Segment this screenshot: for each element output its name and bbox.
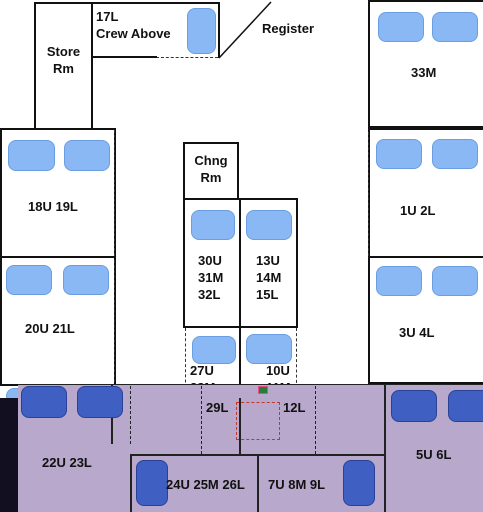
changing-room-line2: Rm — [200, 170, 222, 185]
register-counter — [218, 1, 272, 59]
pillow-27 — [192, 336, 236, 364]
crew-room-bottom-wall — [91, 56, 157, 58]
lower-left-curtain — [130, 386, 131, 444]
berth-12-label: 12L — [283, 400, 306, 415]
pillow-2 — [432, 139, 478, 169]
pillow-22 — [21, 386, 67, 418]
lower-center-divider — [239, 398, 241, 454]
pillow-9 — [343, 460, 375, 506]
crew-room-line2: Crew Above — [96, 26, 171, 41]
store-room-right-wall — [91, 2, 93, 128]
berth-10-12-curtain — [296, 328, 297, 388]
berth-1-2-label: 1U 2L — [400, 203, 436, 218]
pillow-21 — [63, 265, 109, 295]
crew-room-right-wall — [218, 2, 220, 58]
crew-room-line1: 17L — [96, 9, 119, 24]
berth-13-line: 13U — [256, 253, 280, 268]
lower-right-divider — [384, 384, 386, 512]
berth-24-26-label: 24U 25M 26L — [166, 477, 245, 492]
berth-1-2-curtain — [368, 132, 369, 256]
berth-20-21-curtain — [114, 260, 115, 382]
berth-30-line: 30U — [198, 253, 222, 268]
berth-22-23-label: 22U 23L — [42, 455, 92, 470]
berth-3-4-label: 3U 4L — [399, 325, 435, 340]
berth-27-29-curtain — [185, 328, 186, 398]
berth-33-cabin[interactable] — [368, 0, 483, 128]
pillow-13 — [246, 210, 292, 240]
berth-18-19-curtain — [114, 130, 115, 256]
pillow-10 — [246, 334, 292, 364]
pillow-24 — [136, 460, 168, 506]
store-room-label: Store Rm — [34, 43, 93, 77]
pillow-4 — [432, 266, 478, 296]
berth-31-line: 31M — [198, 270, 224, 285]
pillow-3 — [376, 266, 422, 296]
selection-marker[interactable] — [236, 402, 280, 440]
berth-5-6-label: 5U 6L — [416, 447, 452, 462]
pillow-33b — [432, 12, 478, 42]
crew-room-label: 17L Crew Above — [96, 8, 171, 42]
berth-18-19-label: 18U 19L — [28, 199, 78, 214]
overlay-dark-edge — [0, 398, 18, 512]
crew-room-wall — [34, 2, 220, 4]
berth-15-line: 15L — [256, 287, 279, 302]
store-room-line1: Store — [46, 44, 81, 59]
changing-room-label: Chng Rm — [183, 152, 239, 186]
selection-handle[interactable] — [258, 386, 268, 394]
berth-13-15-label: 13U 14M 15L — [256, 252, 281, 303]
berth-14-line: 14M — [256, 270, 282, 285]
register-label: Register — [262, 21, 315, 36]
lower-section-highlight[interactable]: 29L 12L 22U 23L 5U 6L 24U 25M 26L 7U 8M … — [18, 384, 483, 512]
berth-13-15-cabin[interactable] — [239, 198, 298, 328]
pillow-30 — [191, 210, 235, 240]
store-room-left-wall — [34, 2, 36, 128]
berth-27-line: 27U — [190, 363, 214, 378]
berth-27-29-divider — [239, 326, 241, 386]
pillow-5 — [391, 390, 437, 422]
pillow-6 — [448, 390, 483, 422]
pillow-33a — [378, 12, 424, 42]
pillow-1 — [376, 139, 422, 169]
berth-33-label: 33M — [411, 65, 437, 80]
berth-32-line: 32L — [198, 287, 221, 302]
pillow-19 — [64, 140, 110, 171]
changing-room-line1: Chng — [194, 153, 228, 168]
pillow-18 — [8, 140, 55, 171]
berth-7-9-label: 7U 8M 9L — [268, 477, 326, 492]
lower-top-wall — [18, 384, 483, 385]
lower-bunk-divider — [257, 454, 259, 512]
berth-29-label: 29L — [206, 400, 229, 415]
lower-center-curtain-left — [201, 386, 202, 454]
lower-center-curtain-right — [315, 386, 316, 454]
lower-left-bunk-wall — [130, 454, 132, 512]
berth-10-line: 10U — [266, 363, 290, 378]
berth-30-32-label: 30U 31M 32L — [198, 252, 223, 303]
pillow-20 — [6, 265, 52, 295]
berth-20-21-label: 20U 21L — [25, 321, 75, 336]
store-room-line2: Rm — [53, 61, 74, 76]
pillow-17 — [187, 8, 216, 54]
pillow-23 — [77, 386, 123, 418]
berth-3-4-cabin[interactable] — [368, 256, 483, 384]
crew-room-door — [156, 57, 218, 58]
